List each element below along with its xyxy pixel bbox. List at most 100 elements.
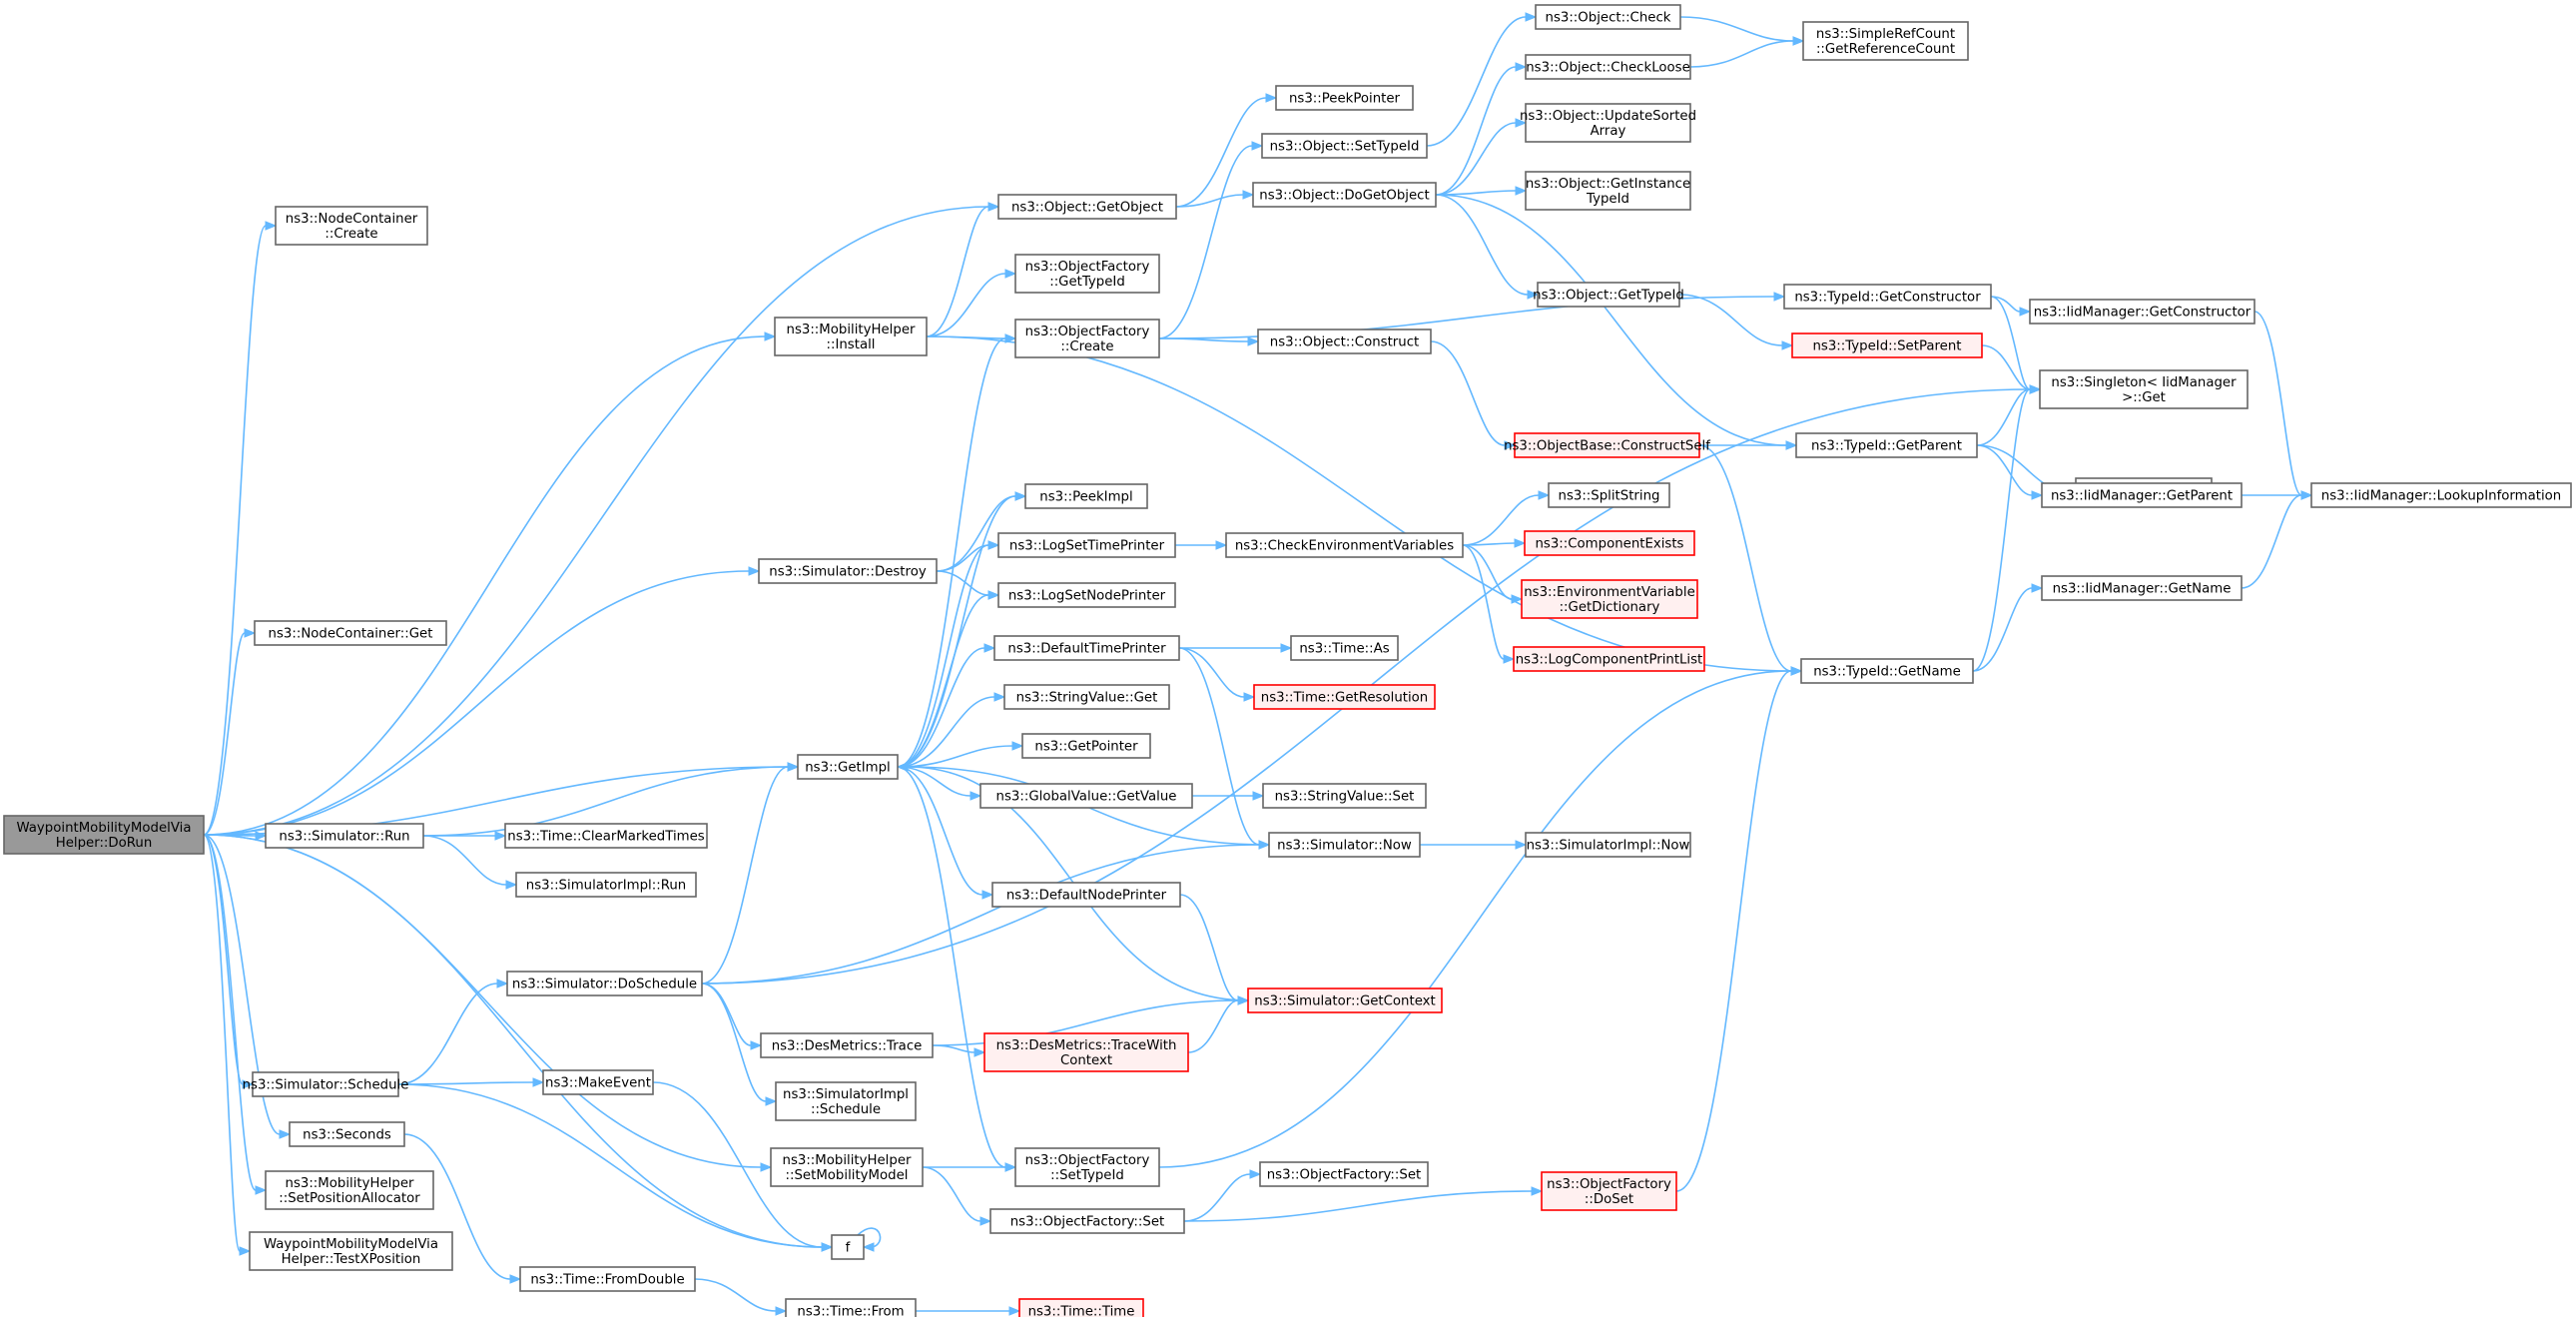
node-simGetContext[interactable]: ns3::Simulator::GetContext	[1247, 988, 1443, 1013]
node-logSetNode[interactable]: ns3::LogSetNodePrinter	[997, 582, 1176, 608]
edge-line	[897, 766, 1006, 1168]
edge-line	[1678, 294, 1783, 346]
node-objConstruct[interactable]: ns3::Object::Construct	[1257, 329, 1432, 354]
node-ncCreate[interactable]: ns3::NodeContainer::Create	[275, 206, 428, 246]
node-timeAs[interactable]: ns3::Time::As	[1290, 635, 1399, 661]
node-tidGetName[interactable]: ns3::TypeId::GetName	[1800, 658, 1974, 684]
edge-arrowhead	[1538, 490, 1551, 500]
node-mhSetMobility[interactable]: ns3::MobilityHelper::SetMobilityModel	[770, 1147, 924, 1187]
edge-arrowhead	[750, 1040, 763, 1050]
node-singletonGet[interactable]: ns3::Singleton< IidManager>::Get	[2039, 369, 2249, 409]
call-edge-objBaseConstruct-to-tidGetName	[1698, 444, 1803, 676]
node-timeFrom[interactable]: ns3::Time::From	[785, 1298, 917, 1317]
node-tidGetParent[interactable]: ns3::TypeId::GetParent	[1795, 432, 1978, 458]
node-label: ns3::StringValue::Get	[1016, 691, 1158, 706]
edge-arrowhead	[1237, 995, 1250, 1005]
node-label: ns3::MobilityHelper	[783, 1153, 912, 1168]
node-box	[1275, 85, 1414, 111]
node-compExists[interactable]: ns3::ComponentExists	[1524, 530, 1695, 556]
node-logSetTime[interactable]: ns3::LogSetTimePrinter	[997, 532, 1176, 558]
node-objDoGetObject[interactable]: ns3::Object::DoGetObject	[1252, 182, 1437, 208]
edge-arrowhead	[1014, 491, 1027, 501]
node-tidGetCtor[interactable]: ns3::TypeId::GetConstructor	[1783, 284, 1992, 310]
node-ofDoSet[interactable]: ns3::ObjectFactory::DoSet	[1541, 1171, 1677, 1211]
node-simRun[interactable]: ns3::Simulator::Run	[265, 823, 424, 849]
edge-line	[203, 834, 281, 1135]
node-f[interactable]: f	[831, 1234, 865, 1260]
call-edge-desTrace-to-desTraceCtx	[932, 1044, 986, 1057]
node-mhInstall[interactable]: ns3::MobilityHelper::Install	[774, 317, 928, 356]
node-defTimePrinter[interactable]: ns3::DefaultTimePrinter	[993, 635, 1180, 661]
node-ofSet[interactable]: ns3::ObjectFactory::Set	[989, 1208, 1185, 1234]
node-tidSetParent[interactable]: ns3::TypeId::SetParent	[1791, 332, 1983, 358]
node-getPointer[interactable]: ns3::GetPointer	[1021, 733, 1151, 759]
node-objBaseConstruct[interactable]: ns3::ObjectBase::ConstructSelf	[1504, 432, 1710, 458]
node-testX[interactable]: WaypointMobilityModelViaHelper::TestXPos…	[249, 1231, 453, 1271]
node-timeTime[interactable]: ns3::Time::Time	[1018, 1298, 1144, 1317]
node-layer: WaypointMobilityModelViaHelper::DoRunns3…	[3, 4, 2572, 1317]
node-iidLookup[interactable]: ns3::IidManager::LookupInformation	[2310, 482, 2572, 508]
node-ofGetTypeId[interactable]: ns3::ObjectFactory::GetTypeId	[1014, 254, 1160, 294]
edge-line	[926, 206, 989, 337]
node-objSetTypeId[interactable]: ns3::Object::SetTypeId	[1261, 133, 1428, 159]
node-simDestroy[interactable]: ns3::Simulator::Destroy	[758, 558, 938, 584]
node-objCheck[interactable]: ns3::Object::Check	[1535, 4, 1681, 30]
node-clearMarked[interactable]: ns3::Time::ClearMarkedTimes	[504, 823, 708, 849]
node-gvGetValue[interactable]: ns3::GlobalValue::GetValue	[979, 783, 1193, 809]
node-simSchedule[interactable]: ns3::Simulator::Schedule	[243, 1071, 409, 1097]
node-strValSet[interactable]: ns3::StringValue::Set	[1262, 783, 1427, 809]
node-makeEvent[interactable]: ns3::MakeEvent	[542, 1069, 654, 1095]
node-simpleRef[interactable]: ns3::SimpleRefCount::GetReferenceCount	[1802, 21, 1969, 61]
node-objGetObject[interactable]: ns3::Object::GetObject	[997, 194, 1177, 220]
call-edge-defTimePrinter-to-timeGetRes	[1178, 647, 1256, 702]
node-peekPointer[interactable]: ns3::PeekPointer	[1275, 85, 1414, 111]
node-simImplNow[interactable]: ns3::SimulatorImpl::Now	[1525, 832, 1691, 858]
node-fromDouble[interactable]: ns3::Time::FromDouble	[519, 1266, 696, 1292]
node-getImpl[interactable]: ns3::GetImpl	[797, 754, 899, 780]
node-box	[265, 1170, 434, 1210]
edge-line	[932, 999, 1239, 1046]
node-envGetDict[interactable]: ns3::EnvironmentVariable::GetDictionary	[1521, 579, 1698, 619]
node-setPosAlloc[interactable]: ns3::MobilityHelper::SetPositionAllocato…	[265, 1170, 434, 1210]
node-objGetTypeId[interactable]: ns3::Object::GetTypeId	[1533, 282, 1684, 308]
node-splitString[interactable]: ns3::SplitString	[1548, 482, 1670, 508]
node-timeGetRes[interactable]: ns3::Time::GetResolution	[1253, 684, 1436, 710]
node-label: ::SetTypeId	[1050, 1168, 1124, 1183]
node-simImplSchedule[interactable]: ns3::SimulatorImpl::Schedule	[775, 1081, 917, 1121]
node-checkEnv[interactable]: ns3::CheckEnvironmentVariables	[1225, 532, 1464, 558]
node-desTrace[interactable]: ns3::DesMetrics::Trace	[760, 1032, 934, 1058]
node-box	[2310, 482, 2572, 508]
node-iidGetName[interactable]: ns3::IidManager::GetName	[2041, 575, 2243, 601]
node-seconds[interactable]: ns3::Seconds	[289, 1121, 405, 1147]
node-simNow[interactable]: ns3::Simulator::Now	[1268, 832, 1421, 858]
node-strValGet[interactable]: ns3::StringValue::Get	[1003, 684, 1170, 710]
node-iidGetParent[interactable]: ns3::IidManager::GetParent	[2041, 482, 2243, 508]
node-doSchedule[interactable]: ns3::Simulator::DoSchedule	[506, 971, 703, 996]
node-defNodePrinter[interactable]: ns3::DefaultNodePrinter	[991, 882, 1181, 908]
node-objCheckLoose[interactable]: ns3::Object::CheckLoose	[1525, 54, 1691, 80]
edge-line	[1435, 194, 1787, 446]
node-label: ns3::GlobalValue::GetValue	[996, 790, 1177, 805]
call-edge-getImpl-to-ofSetTypeId	[897, 766, 1017, 1172]
node-label: ns3::SimulatorImpl::Now	[1527, 839, 1690, 854]
call-edge-getImpl-to-getPointer	[897, 741, 1024, 768]
node-logCompPrint[interactable]: ns3::LogComponentPrintList	[1513, 646, 1705, 672]
call-edge-checkEnv-to-logCompPrint	[1462, 544, 1516, 664]
node-iidGetCtor[interactable]: ns3::IidManager::GetConstructor	[2029, 299, 2255, 325]
node-peekImpl[interactable]: ns3::PeekImpl	[1024, 483, 1148, 509]
node-ncGet[interactable]: ns3::NodeContainer::Get	[254, 620, 447, 646]
node-ofSetTypeId[interactable]: ns3::ObjectFactory::SetTypeId	[1014, 1147, 1160, 1187]
node-label: ns3::SimpleRefCount	[1816, 27, 1955, 42]
node-box	[1014, 254, 1160, 294]
node-ofSet2[interactable]: ns3::ObjectFactory::Set	[1259, 1161, 1429, 1187]
edge-arrowhead	[1242, 190, 1255, 200]
node-ofCreate[interactable]: ns3::ObjectFactory::Create	[1014, 319, 1160, 358]
node-label: ns3::DesMetrics::TraceWith	[996, 1038, 1177, 1053]
node-simImplRun[interactable]: ns3::SimulatorImpl::Run	[515, 872, 697, 898]
call-edge-ofSet-to-ofDoSet	[1183, 1186, 1544, 1222]
node-box	[289, 1121, 405, 1147]
